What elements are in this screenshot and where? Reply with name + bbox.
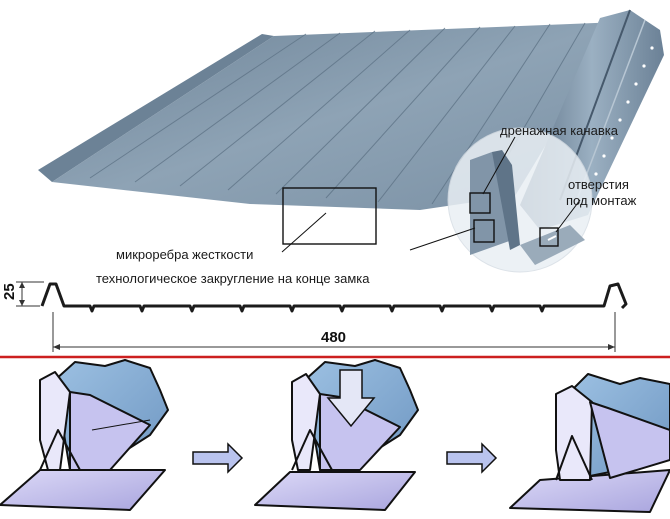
panel-3d [38, 9, 664, 273]
leader-lines [281, 136, 581, 253]
mount-holes-dots [594, 46, 654, 176]
step-2-seam [254, 359, 419, 511]
callout-box-ribs [282, 187, 377, 245]
step-3-seam [509, 373, 670, 513]
label-mount-holes-2: под монтаж [566, 193, 637, 208]
step-1-seam [0, 359, 169, 511]
panel-left-fold [38, 34, 274, 182]
callout-box-rounding [473, 219, 495, 243]
arrow-step-1-to-2 [192, 442, 244, 474]
arrow-step-2-to-3 [446, 442, 498, 474]
dim-width-label: 480 [321, 329, 346, 346]
zoom-seam [470, 150, 585, 265]
label-mount-holes-1: отверстия [568, 177, 629, 192]
press-down-arrow [326, 369, 376, 428]
label-stiffening-ribs: микроребра жесткости [116, 247, 253, 262]
profile-line [40, 282, 628, 313]
stiffening-ribs-lines [89, 22, 586, 205]
label-drainage-groove: дренажная канавка [500, 123, 619, 138]
label-lock-rounding: технологическое закругление на конце зам… [96, 271, 370, 286]
dim-height-label: 25 [1, 283, 18, 300]
profile-section: 25 480 [1, 281, 628, 352]
callout-box-drainage [469, 192, 491, 214]
callout-box-holes [539, 227, 559, 247]
